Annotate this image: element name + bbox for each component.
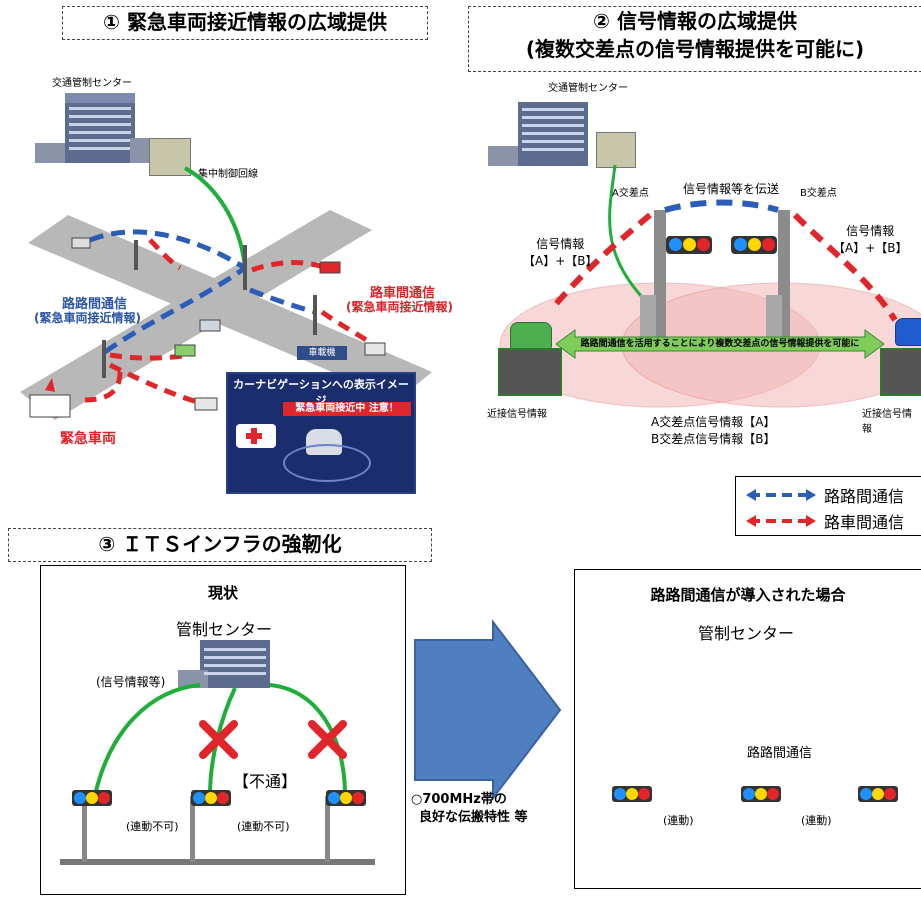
with-r2r-box: 路路間通信が導入された場合 管制センター 路路間通信 (連動) (連動) [574,569,921,889]
current-state-box: 現状 管制センター (信号情報等) 【不通】 (連動不可) (連動不可) [40,565,406,895]
control-cabinet-icon-1 [149,138,191,176]
traffic-center-label-2: 交通管制センター [548,83,628,94]
signal-info-label: (信号情報等) [96,675,166,689]
control-cabinet-icon-2 [596,132,636,168]
right-signal-info-line1: 信号情報 [846,224,895,238]
signal-right-1 [612,786,652,802]
current-state-title: 現状 [207,584,238,602]
signal-left-1 [72,790,112,806]
transfer-label: 信号情報等を伝送 [683,182,780,196]
near-signal-right: 近接信号情報 [862,409,912,435]
no-link-label-1: (連動不可) [126,820,179,833]
b-intersection-label: B交差点 [800,188,837,199]
linked-label-1: (連動) [663,814,694,827]
nav-thumbnail-left [498,348,562,396]
signal-right-2 [741,786,781,802]
ambulance-icon [236,424,276,448]
nav-alert: 緊急車両接近中 注意！ [283,402,411,416]
control-line-label: 集中制御回線 [198,169,258,180]
legend-r2v-label: 路車間通信 [824,513,905,532]
nav-thumbnail-right [880,348,921,396]
signal-b-icon [731,236,777,254]
left-signal-info: 信号情報 【A】+【B】 [523,235,598,269]
feature-text: ○700MHz帯の 良好な伝搬特性 等 [411,791,528,827]
nav-title: カーナビゲーションへの表示イメージ [233,378,409,407]
legend-r2r-label: 路路間通信 [824,487,905,506]
legend-box: 路路間通信 路車間通信 [735,476,921,536]
r2r-label-1: 路路間通信 [62,297,128,312]
blue-car-icon [895,318,921,346]
r2r-label-3: 路路間通信 [747,746,813,761]
section2-diagram [499,164,921,408]
section3-title: ③ ＩＴＳインフラの強靭化 [8,528,432,562]
left-signal-info-line2: 【A】+【B】 [523,254,598,268]
blocked-label: 【不通】 [233,772,298,791]
section2-title-line2: (複数交差点の信号情報提供を可能に) [525,37,865,61]
car-navigation-display: カーナビゲーションへの表示イメージ 緊急車両接近中 注意！ [226,372,416,494]
b-signal-info-text: B交差点信号情報【B】 [651,432,776,446]
r2v-label-1: 路車間通信 [370,286,436,301]
feature-line2: 良好な伝搬特性 等 [419,810,528,825]
right-center-label: 管制センター [698,624,795,643]
near-signal-left: 近接信号情報 [487,409,547,420]
traffic-center-label-1: 交通管制センター [52,78,132,89]
no-link-label-2: (連動不可) [237,820,290,833]
legend-r2v: 路車間通信 [746,509,904,533]
left-building [178,640,270,688]
right-signal-info: 信号情報 【A】+【B】 [833,222,908,256]
left-center-label: 管制センター [176,620,273,639]
traffic-center-building-2 [488,96,618,168]
emergency-vehicle-label: 緊急車両 [60,431,116,447]
onboard-unit-label: 車載機 [297,346,347,360]
signal-right-3 [858,786,898,802]
a-signal-info-text: A交差点信号情報【A】 [651,415,776,429]
signal-left-3 [326,790,366,806]
linked-label-2: (連動) [801,814,832,827]
legend-r2r: 路路間通信 [746,483,904,507]
left-signal-info-line1: 信号情報 [536,237,585,251]
r2r-sub-1: (緊急車両接近情報) [34,311,141,325]
section1-title: ① 緊急車両接近情報の広域提供 [62,6,428,40]
banner-text: 路路間通信を活用することにより複数交差点の信号情報提供を可能に [580,339,860,349]
right-signal-info-line2: 【A】+【B】 [833,241,908,255]
with-r2r-title: 路路間通信が導入された場合 [650,586,846,604]
signal-a-icon [666,236,712,254]
section2-title-line1: ② 信号情報の広域提供 [593,9,797,33]
feature-line1: ○700MHz帯の [411,792,507,807]
a-intersection-label: A交差点 [612,188,649,199]
nav-road-ellipse [283,444,371,482]
r2v-sub-1: (緊急車両接近情報) [346,300,453,314]
signal-left-2 [191,790,231,806]
section2-title: ② 信号情報の広域提供 (複数交差点の信号情報提供を可能に) [468,6,921,72]
